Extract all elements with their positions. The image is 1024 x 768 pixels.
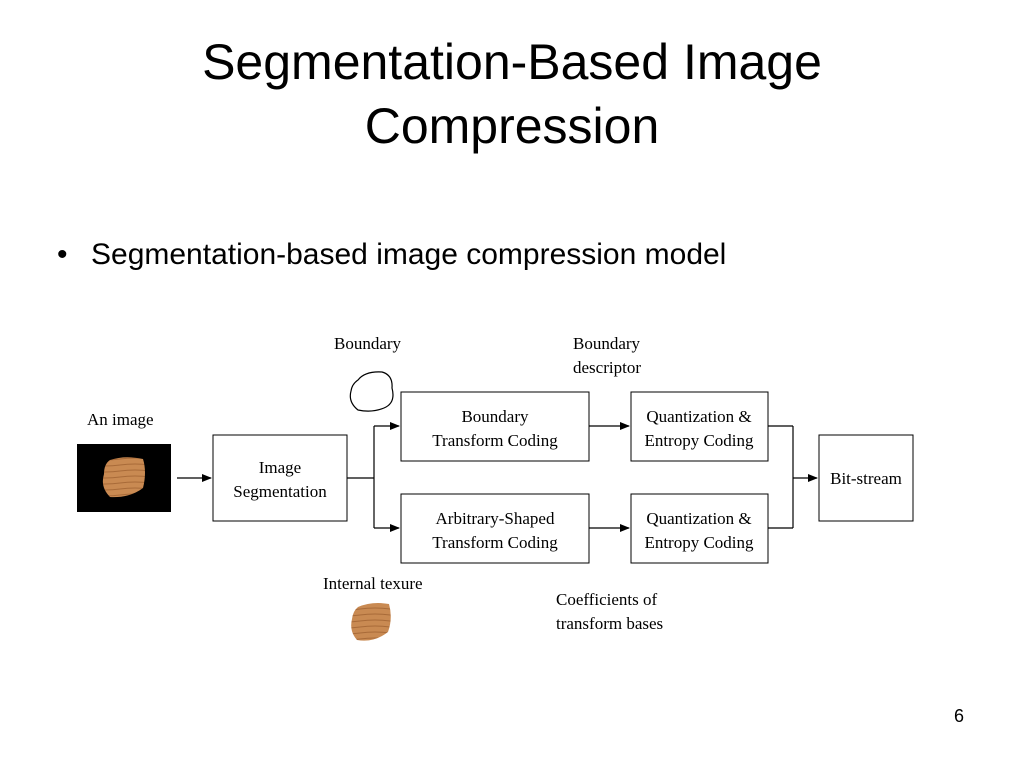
quant-top-text-2: Entropy Coding	[644, 431, 754, 450]
boundary-outline-icon	[349, 371, 394, 412]
slide-number: 6	[953, 706, 964, 726]
slide-title: Segmentation-Based Image Compression	[0, 30, 1024, 158]
title-line-1: Segmentation-Based Image	[202, 34, 822, 90]
btc-text-1: Boundary	[461, 407, 529, 426]
btc-text-2: Transform Coding	[432, 431, 558, 450]
bullet-text: Segmentation-based image compression mod…	[91, 238, 727, 271]
astc-text-2: Transform Coding	[432, 533, 558, 552]
bullet-dot-icon: •	[57, 238, 68, 271]
image-segmentation-box	[212, 434, 348, 522]
boundary-label: Boundary	[334, 334, 402, 353]
astc-text-1: Arbitrary-Shaped	[436, 509, 555, 528]
coefficients-label-1: Coefficients of	[556, 590, 658, 609]
quant-bottom-text-2: Entropy Coding	[644, 533, 754, 552]
segmentation-text-2: Segmentation	[233, 482, 327, 501]
input-image-shape	[102, 457, 145, 498]
bitstream-text: Bit-stream	[830, 469, 902, 488]
internal-texture-label: Internal texure	[323, 574, 423, 593]
arbitrary-shaped-transform-coding-box	[400, 493, 590, 564]
quant-top-text-1: Quantization &	[646, 407, 751, 426]
coefficients-label-2: transform bases	[556, 614, 663, 633]
quantization-entropy-box-top	[630, 391, 769, 462]
boundary-descriptor-label-1: Boundary	[573, 334, 641, 353]
input-image-label: An image	[87, 410, 154, 429]
boundary-transform-coding-box	[400, 391, 590, 462]
quant-bottom-text-1: Quantization &	[646, 509, 751, 528]
quantization-entropy-box-bottom	[630, 493, 769, 564]
title-line-2: Compression	[364, 98, 660, 154]
segmentation-text-1: Image	[259, 458, 301, 477]
bitstream-box	[818, 434, 914, 522]
internal-texture-shape	[351, 603, 391, 641]
boundary-descriptor-label-2: descriptor	[573, 358, 641, 377]
bullet-point: • Segmentation-based image compression m…	[57, 238, 726, 272]
